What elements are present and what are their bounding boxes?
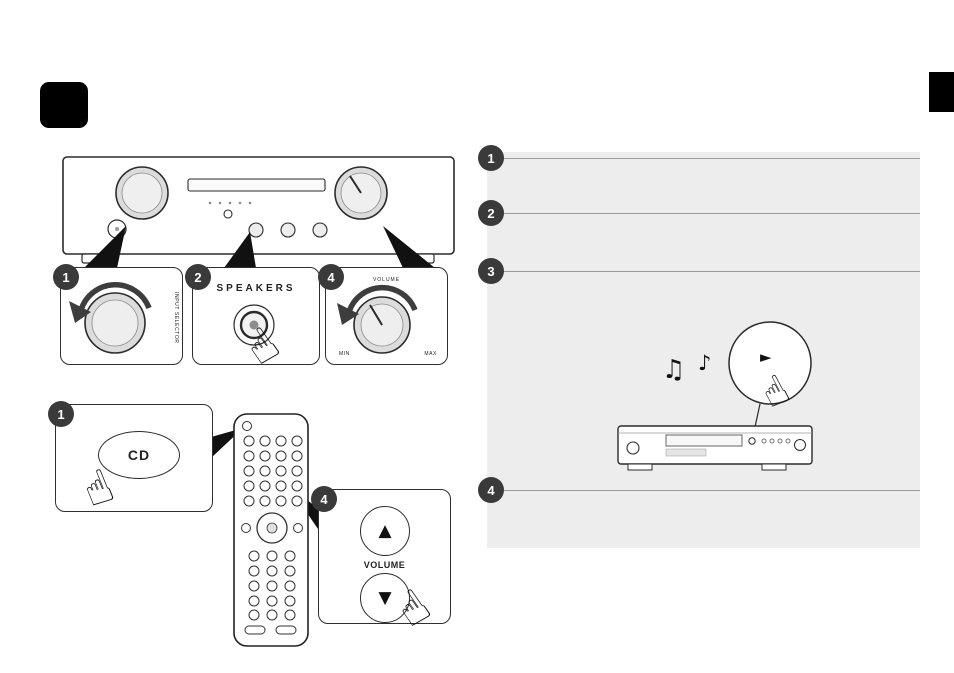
step-divider [491,158,920,159]
step-number-3: 3 [478,258,504,284]
turn-arrow [78,282,152,311]
volume-knob-zoom [337,284,418,354]
remote-buttons [243,435,303,507]
step-number-4: 4 [478,477,504,503]
step-divider [491,490,920,491]
indicator-dots [208,201,252,205]
volume-down-icon: ▼ [378,588,392,608]
remote-lower-buttons [248,550,296,621]
input-selector-knob-zoom [69,282,152,354]
amplifier-illustration [62,156,455,264]
amp-foot-right [405,253,435,264]
headphone-jack [223,209,233,219]
play-icon: ► [760,348,772,366]
knob-pointer [369,304,383,326]
callout-input-selector: 1 INPUT SELECTOR [53,264,183,365]
step-number-2: 2 [478,200,504,226]
volume-down-button: ▼ [360,573,410,623]
music-note-beamed-icon: ♫ [662,355,685,385]
callout-remote-volume: 4 ▲ VOLUME ▼ ☝ [311,486,451,638]
player-play-button [748,437,756,445]
volume-up-button: ▲ [360,506,410,556]
remote-nav-cluster [241,512,303,544]
callout-cd-button: 1 CD ☝ [48,401,213,518]
section-badge [40,82,88,128]
player-foot-right [761,463,787,471]
speakers-button [233,304,275,346]
speakers-label: SPEAKERS [216,283,296,294]
steps-panel: 1 2 3 4 [478,145,920,548]
turn-arrow [346,284,418,313]
cd-button: CD [98,431,180,479]
player-power-button [626,441,640,455]
step-number-badge: 1 [53,264,79,290]
disc-tray [665,434,743,447]
remote-control-illustration [233,413,309,647]
step-divider [491,213,920,214]
remote-bottom-keys [244,625,297,635]
player-foot-left [627,463,653,471]
amp-foot-left [81,253,111,264]
volume-knob-label: VOLUME [372,277,401,283]
music-note-icon: ♪ [698,351,711,375]
tone-knobs [248,222,328,238]
callout-speakers: 2 SPEAKERS ☝ [185,264,320,376]
max-label: MAX [424,351,437,357]
player-knob [794,439,806,451]
step-number-badge: 2 [185,264,211,290]
power-button-dot [115,227,119,231]
remote-volume-label: VOLUME [363,560,406,570]
turn-arrow-head [69,301,91,323]
volume-up-icon: ▲ [378,521,392,541]
min-label: MIN [339,351,350,357]
remote-power-button [242,421,252,431]
page-edge-tab [929,72,954,112]
volume-knob [334,166,388,220]
player-display [665,448,707,457]
cd-player-illustration: ♫ ♪ ► ☝ [617,321,813,471]
step-number-badge: 4 [311,486,337,512]
step-number-1: 1 [478,145,504,171]
player-buttons [761,438,791,444]
step-number-badge: 4 [318,264,344,290]
display-window [187,178,326,192]
step-number-badge: 1 [48,401,74,427]
magnifier-circle [728,321,812,405]
cd-player-body [617,425,813,471]
callout-volume-knob: 4 VOLUME MIN MAX [318,264,448,365]
input-selector-label: INPUT SELECTOR [173,292,179,344]
turn-arrow-head [337,303,359,325]
step-divider [491,271,920,272]
input-selector-knob [115,166,169,220]
